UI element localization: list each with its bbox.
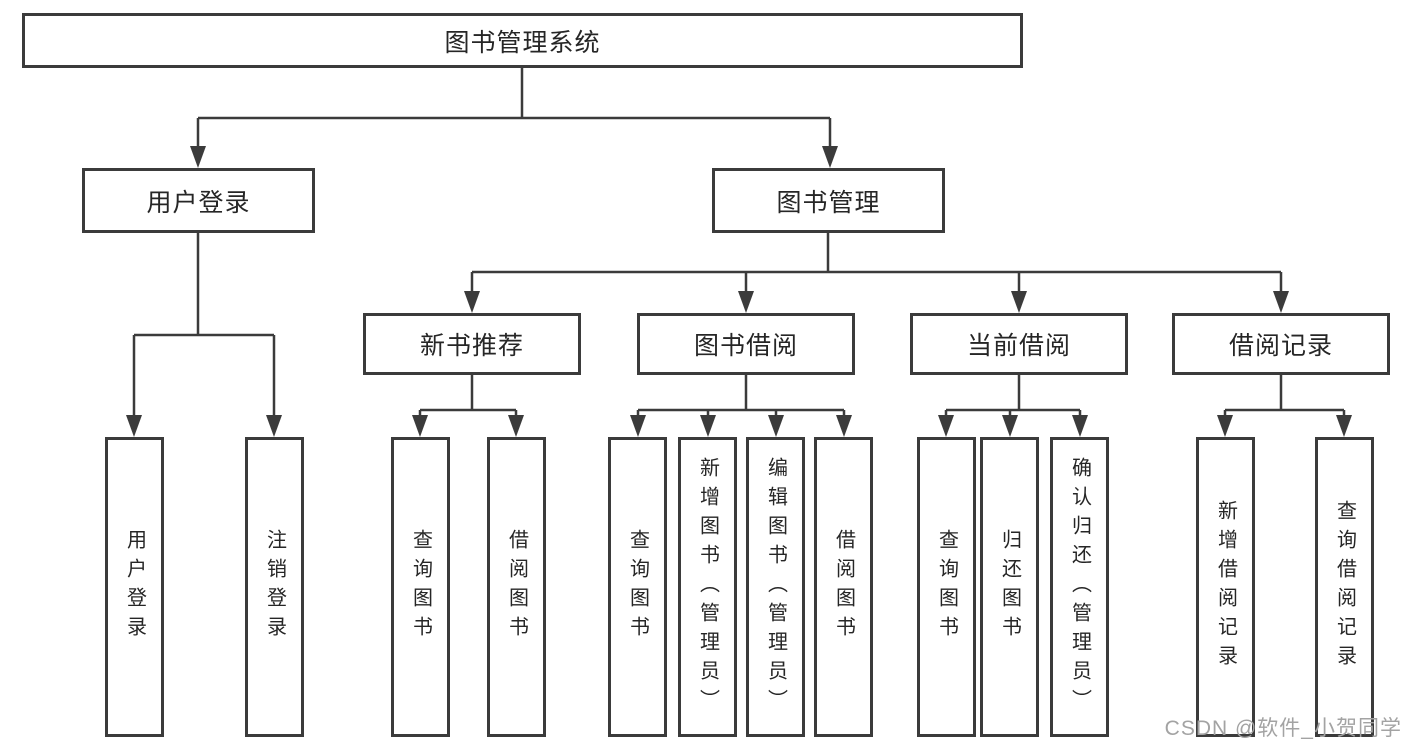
node-book-borrowing: 图书借阅: [637, 313, 855, 375]
leaf-current-return-books: 归还图书: [980, 437, 1039, 737]
arrowhead-icon: [1002, 415, 1018, 437]
arrowhead-icon: [1011, 291, 1027, 313]
leaf-label: 借阅图书: [832, 529, 855, 645]
leaf-recommend-borrow-books: 借阅图书: [487, 437, 546, 737]
node-label: 借阅记录: [1228, 332, 1333, 360]
leaf-logout: 注销登录: [245, 437, 304, 737]
leaf-label: 查询图书: [409, 529, 432, 645]
leaf-recommend-query-books: 查询图书: [391, 437, 450, 737]
leaf-label: 借阅图书: [505, 529, 528, 645]
arrowhead-icon: [412, 415, 428, 437]
leaf-borrowing-query-books: 查询图书: [608, 437, 667, 737]
leaf-label: 查询图书: [626, 529, 649, 645]
arrowhead-icon: [836, 415, 852, 437]
leaf-label: 用户登录: [123, 529, 146, 645]
arrowhead-icon: [464, 291, 480, 313]
arrowhead-icon: [630, 415, 646, 437]
leaf-label: 查询借阅记录: [1333, 500, 1356, 674]
arrowhead-icon: [1273, 291, 1289, 313]
leaf-records-add-borrow-record: 新增借阅记录: [1196, 437, 1255, 737]
node-label: 图书管理: [776, 188, 881, 217]
leaf-borrowing-add-books-admin: 新增图书（管理员）: [678, 437, 737, 737]
arrowhead-icon: [738, 291, 754, 313]
leaf-current-confirm-return-admin: 确认归还（管理员）: [1050, 437, 1109, 737]
node-library-management-system: 图书管理系统: [22, 13, 1023, 68]
leaf-borrowing-edit-books-admin: 编辑图书（管理员）: [746, 437, 805, 737]
node-label: 图书管理系统: [444, 28, 601, 57]
leaf-borrowing-borrow-books: 借阅图书: [814, 437, 873, 737]
node-label: 图书借阅: [693, 332, 798, 360]
leaf-label: 编辑图书（管理员）: [764, 456, 787, 718]
node-current-borrowing: 当前借阅: [910, 313, 1128, 375]
arrowhead-icon: [768, 415, 784, 437]
leaf-label: 新增借阅记录: [1214, 500, 1237, 674]
leaf-label: 归还图书: [998, 529, 1021, 645]
node-label: 当前借阅: [966, 332, 1071, 360]
arrowhead-icon: [1072, 415, 1088, 437]
arrowhead-icon: [190, 146, 206, 168]
arrowhead-icon: [1217, 415, 1233, 437]
leaf-label: 确认归还（管理员）: [1068, 456, 1091, 718]
node-label: 新书推荐: [419, 332, 524, 360]
arrowhead-icon: [508, 415, 524, 437]
leaf-label: 新增图书（管理员）: [696, 456, 719, 718]
node-new-book-recommendation: 新书推荐: [363, 313, 581, 375]
node-label: 用户登录: [146, 188, 251, 217]
node-user-login: 用户登录: [82, 168, 315, 233]
arrowhead-icon: [822, 146, 838, 168]
arrowhead-icon: [938, 415, 954, 437]
leaf-label: 注销登录: [263, 529, 286, 645]
node-borrowing-records: 借阅记录: [1172, 313, 1390, 375]
leaf-records-query-borrow-record: 查询借阅记录: [1315, 437, 1374, 737]
csdn-watermark: CSDN @软件_小贺同学: [1164, 717, 1402, 740]
node-book-management: 图书管理: [712, 168, 945, 233]
arrowhead-icon: [700, 415, 716, 437]
leaf-user-login: 用户登录: [105, 437, 164, 737]
leaf-current-query-books: 查询图书: [917, 437, 976, 737]
arrowhead-icon: [266, 415, 282, 437]
arrowhead-icon: [1336, 415, 1352, 437]
leaf-label: 查询图书: [935, 529, 958, 645]
arrowhead-icon: [126, 415, 142, 437]
